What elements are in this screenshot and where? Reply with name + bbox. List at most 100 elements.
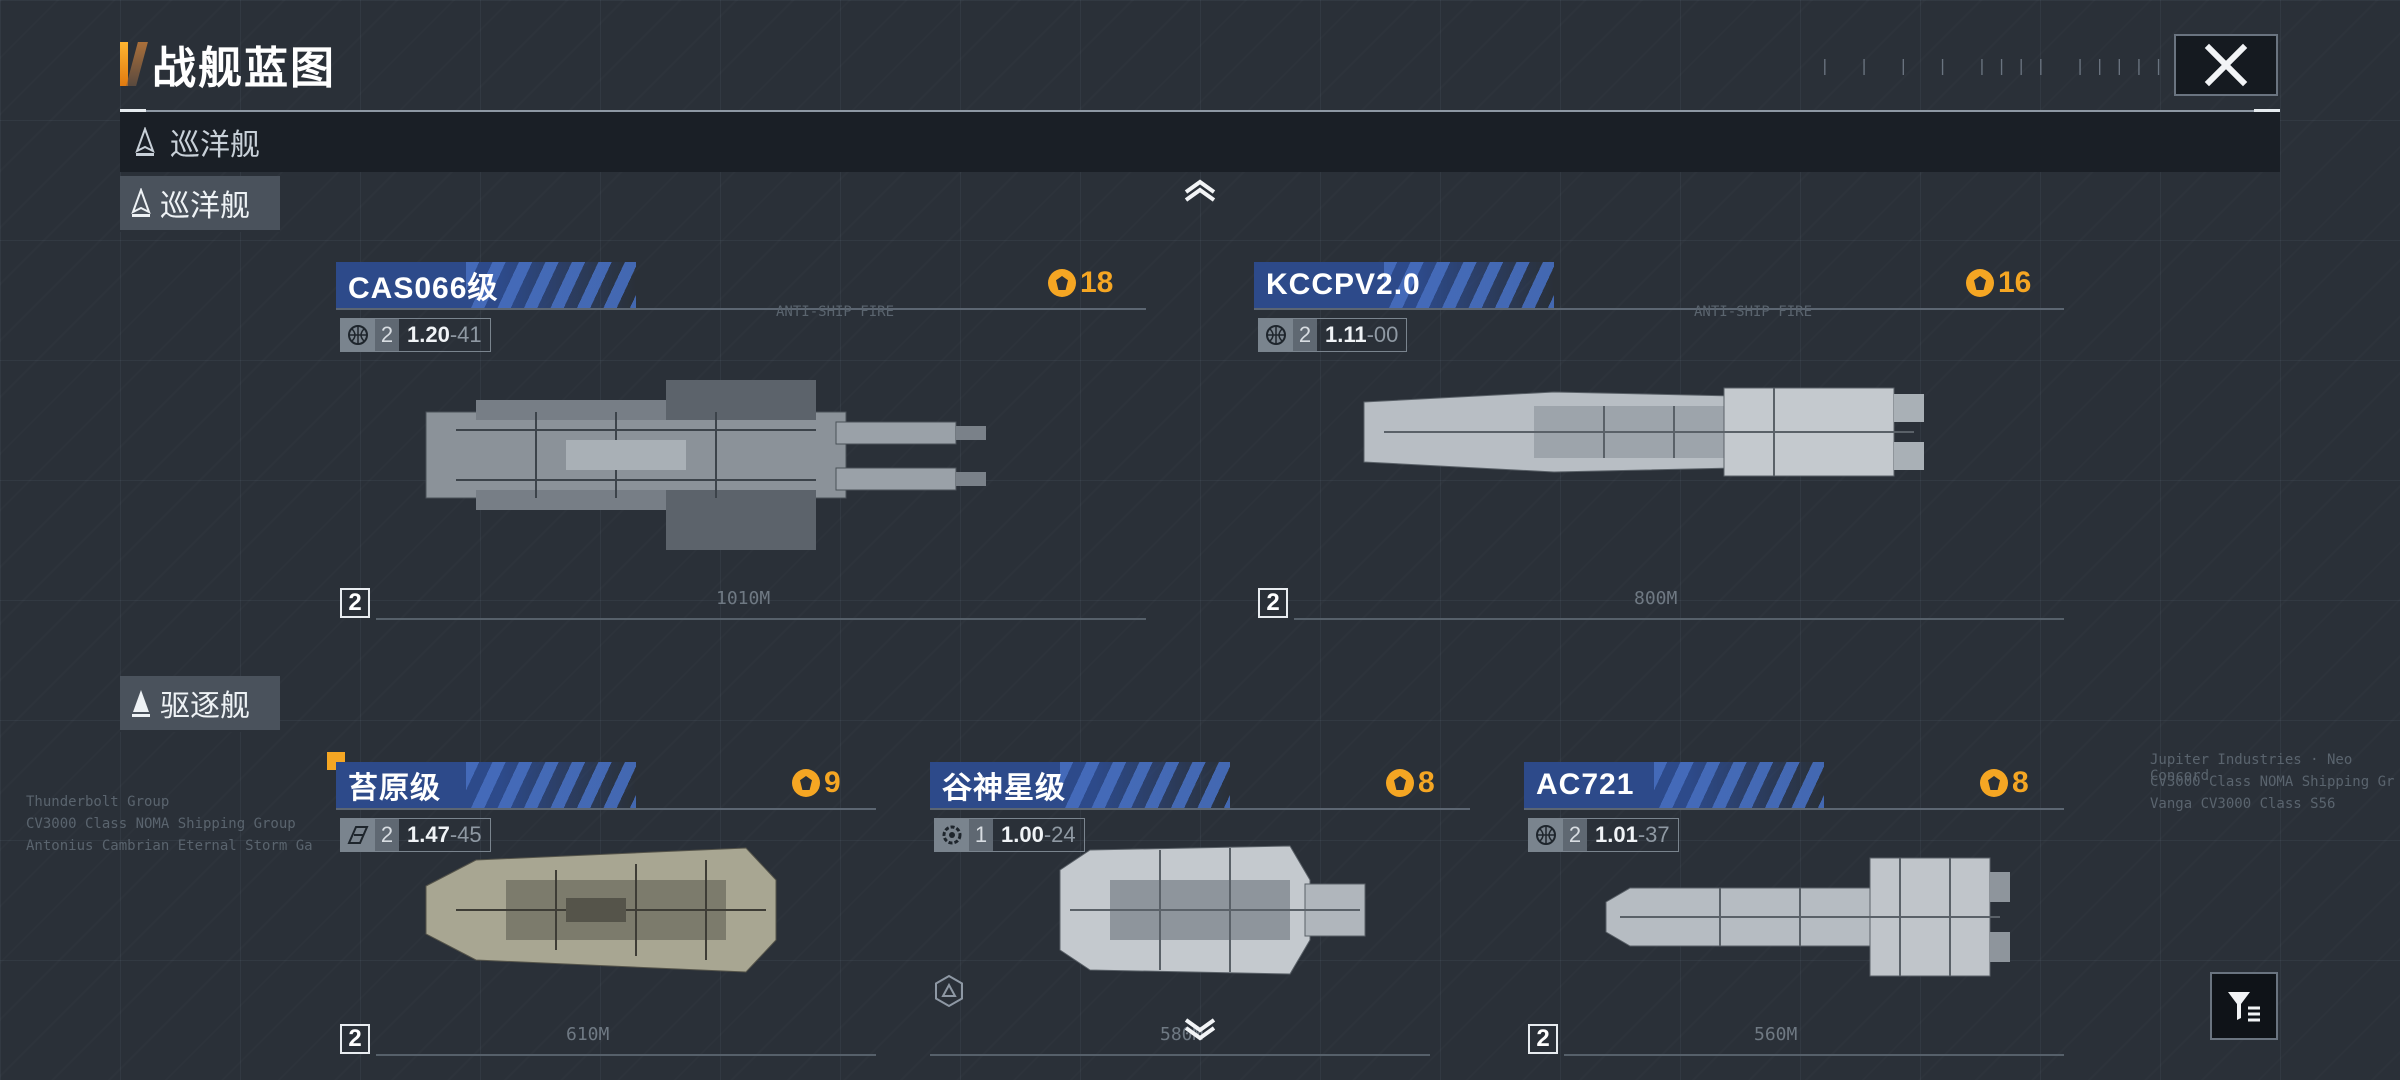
ship-cost: 8 [1386, 766, 1435, 800]
ship-stats: 2 1.01-37 [1528, 818, 1679, 852]
gear-globe-icon [942, 825, 962, 845]
version-main: 1.00 [1001, 822, 1044, 847]
chevron-up-icon [1184, 179, 1216, 202]
page-title: 战舰蓝图 [152, 43, 336, 94]
ship-class-icon [135, 127, 155, 156]
version-sub: -45 [449, 822, 482, 847]
slot-badge: 2 [1258, 588, 1288, 618]
card-divider [336, 808, 876, 810]
decorative-ticks: | | | | |||| ||||||| [1820, 56, 2213, 75]
ship-cost: 16 [1966, 266, 2031, 300]
ship-card-cas066[interactable]: CAS066级 18 2 1.20-41 ANTI-SHIP FIRE 2 10… [336, 262, 1146, 632]
slot-badge: 2 [1528, 1024, 1558, 1054]
chevron-down-icon [1184, 1018, 1216, 1041]
filter-icon [2228, 992, 2260, 1022]
ship-length: 580M [1160, 1024, 1204, 1045]
ship-card-ac721[interactable]: AC721 8 2 1.01-37 2 560M [1524, 762, 2064, 1062]
ship-cost: 9 [792, 766, 841, 800]
ship-image [1059, 845, 1366, 975]
scale-line [930, 1054, 1430, 1056]
ship-name: KCCPV2.0 [1254, 262, 1554, 308]
ship-class-icon [131, 188, 151, 217]
ship-stats: 2 1.20-41 [340, 318, 491, 352]
deco-text: Thunderbolt Group [26, 794, 170, 810]
ship-image [1363, 387, 1924, 477]
scroll-down-button[interactable] [1182, 1018, 1218, 1042]
section-tag-destroyer[interactable]: 驱逐舰 [120, 676, 280, 732]
close-button[interactable] [2174, 34, 2278, 96]
ship-name: CAS066级 [336, 262, 636, 308]
ship-tier: 2 [375, 319, 399, 351]
title-accent-shadow [126, 42, 148, 86]
cost-icon [1980, 769, 2008, 797]
ship-class-icon [132, 690, 150, 717]
card-divider [336, 308, 1146, 310]
version-main: 1.47 [407, 822, 450, 847]
ship-length: 1010M [716, 588, 771, 609]
deco-text: CV3000 Class NOMA Shipping Gr [2150, 774, 2395, 790]
ship-length: 800M [1634, 588, 1678, 609]
category-label: 巡洋舰 [170, 128, 260, 163]
globe-icon [1536, 825, 1556, 845]
cost-icon [1048, 269, 1076, 297]
ship-tier: 2 [1293, 319, 1317, 351]
version-sub: -24 [1043, 822, 1076, 847]
ship-tier: 2 [375, 819, 399, 851]
ship-image [1605, 857, 2010, 977]
scale-line [376, 618, 1146, 620]
ship-cost: 8 [1980, 766, 2029, 800]
ship-cost: 18 [1048, 266, 1113, 300]
ship-card-ceres[interactable]: 谷神星级 8 1 1.00-24 580M [930, 762, 1470, 1062]
slot-badge: 2 [340, 588, 370, 618]
slot-badge: 2 [340, 1024, 370, 1054]
globe-icon [1266, 325, 1286, 345]
card-divider [1524, 808, 2064, 810]
version-main: 1.01 [1595, 822, 1638, 847]
ship-tier: 2 [1563, 819, 1587, 851]
version-sub: -37 [1637, 822, 1670, 847]
ship-card-kccpv[interactable]: KCCPV2.0 16 2 1.11-00 ANTI-SHIP FIRE 2 8… [1254, 262, 2064, 632]
ship-stats: 2 1.11-00 [1258, 318, 1408, 352]
section-label: 驱逐舰 [160, 689, 250, 724]
scale-line [1294, 618, 2064, 620]
cost-icon [1386, 769, 1414, 797]
title-bar: 战舰蓝图 [120, 40, 336, 94]
version-main: 1.11 [1325, 322, 1367, 347]
deco-label: ANTI-SHIP FIRE [1694, 304, 1813, 320]
card-divider [1254, 308, 2064, 310]
hexagon-icon [935, 974, 963, 1008]
ship-stats: 1 1.00-24 [934, 818, 1085, 852]
ship-image [425, 380, 986, 550]
scale-line [1564, 1054, 2064, 1056]
ship-image [425, 847, 777, 973]
scroll-up-button[interactable] [1182, 178, 1218, 202]
faction-icon [347, 826, 369, 844]
version-main: 1.20 [407, 322, 450, 347]
section-label: 巡洋舰 [160, 189, 250, 224]
scale-line [376, 1054, 876, 1056]
section-tag-cruiser[interactable]: 巡洋舰 [120, 176, 280, 232]
ship-card-tundra[interactable]: 苔原级 9 2 1.47-45 2 610M [336, 762, 876, 1062]
ship-name: AC721 [1524, 762, 1824, 808]
globe-icon [348, 325, 368, 345]
version-sub: -41 [449, 322, 482, 347]
version-sub: -00 [1366, 322, 1399, 347]
ship-name: 谷神星级 [930, 762, 1230, 808]
deco-text: Antonius Cambrian Eternal Storm Ga [26, 838, 313, 854]
cost-icon [792, 769, 820, 797]
ship-tier: 1 [969, 819, 993, 851]
category-bar[interactable]: 巡洋舰 [120, 112, 2280, 172]
filter-button[interactable] [2210, 972, 2278, 1040]
header-divider [120, 109, 2280, 113]
card-divider [930, 808, 1470, 810]
ship-name: 苔原级 [336, 762, 636, 808]
ship-length: 560M [1754, 1024, 1798, 1045]
deco-text: Jupiter Industries · Neo Concord [2150, 752, 2353, 784]
deco-text: CV3000 Class NOMA Shipping Group [26, 816, 296, 832]
ship-stats: 2 1.47-45 [340, 818, 491, 852]
close-icon [2204, 43, 2248, 87]
deco-label: ANTI-SHIP FIRE [776, 304, 895, 320]
cost-icon [1966, 269, 1994, 297]
deco-text: Vanga CV3000 Class S56 [2150, 796, 2336, 812]
title-accent [120, 42, 128, 86]
